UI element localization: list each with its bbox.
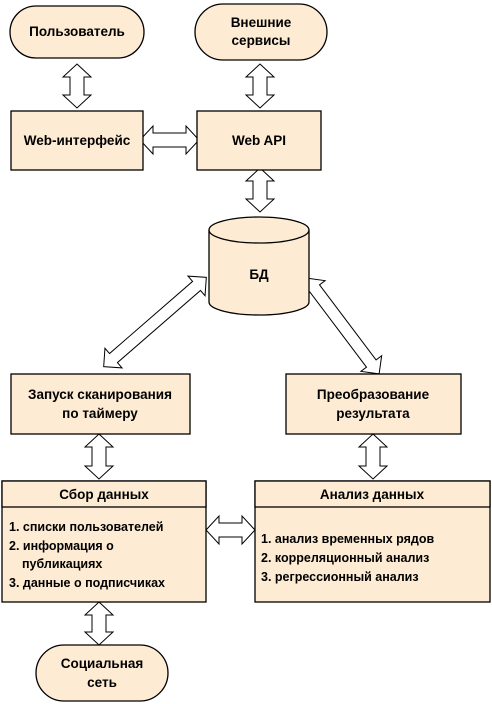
arrow-transform-analysis <box>357 433 389 480</box>
node-analysis-title: Анализ данных <box>320 487 425 502</box>
collection-item: публикациях <box>22 557 102 571</box>
analysis-item: 2. корреляционный анализ <box>261 551 429 565</box>
arrow-user-webui <box>61 63 93 109</box>
analysis-item: 1. анализ временных рядов <box>261 532 435 546</box>
node-external-services: Внешние сервисы <box>194 3 328 61</box>
node-external-label-2: сервисы <box>232 33 291 48</box>
collection-item: 2. информация о <box>9 539 114 553</box>
arrow-db-transform <box>303 277 383 375</box>
node-social-network: Социальная сеть <box>35 644 169 702</box>
arrow-collect-social <box>83 601 115 646</box>
node-database-label: БД <box>249 267 269 282</box>
node-transform-label-1: Преобразование <box>317 387 430 402</box>
node-web-api: Web API <box>196 110 322 171</box>
node-database: БД <box>208 216 310 316</box>
arrow-collect-analysis <box>205 514 256 546</box>
node-user-label: Пользователь <box>29 24 125 39</box>
collection-item: 1. списки пользователей <box>9 520 163 534</box>
node-web-ui: Web-интерфейс <box>10 110 144 171</box>
arrow-webapi-db <box>244 167 276 213</box>
node-social-label-2: сеть <box>87 675 117 690</box>
node-timer-scan: Запуск сканирования по таймеру <box>10 373 191 435</box>
collection-item: 3. данные о подписчиках <box>9 576 165 590</box>
analysis-item: 3. регрессионный анализ <box>261 570 419 584</box>
arrow-webui-webapi <box>139 124 200 156</box>
node-data-collection: Сбор данных 1. списки пользователей 2. и… <box>1 480 207 603</box>
node-web-api-label: Web API <box>232 133 286 148</box>
node-user: Пользователь <box>9 5 145 59</box>
node-data-analysis: Анализ данных 1. анализ временных рядов … <box>254 480 491 603</box>
arrow-timer-collect <box>83 433 115 480</box>
node-web-ui-label: Web-интерфейс <box>24 133 131 148</box>
node-collection-title: Сбор данных <box>59 487 149 502</box>
node-social-label-1: Социальная <box>61 656 144 671</box>
arrow-db-timer <box>103 275 207 369</box>
node-external-label-1: Внешние <box>231 15 292 30</box>
arrow-external-webapi <box>244 63 276 109</box>
node-transform-result: Преобразование результата <box>285 373 462 435</box>
node-transform-label-2: результата <box>336 406 410 421</box>
arrows <box>61 63 389 646</box>
node-timer-label-1: Запуск сканирования <box>28 387 172 402</box>
node-timer-label-2: по таймеру <box>62 406 138 421</box>
